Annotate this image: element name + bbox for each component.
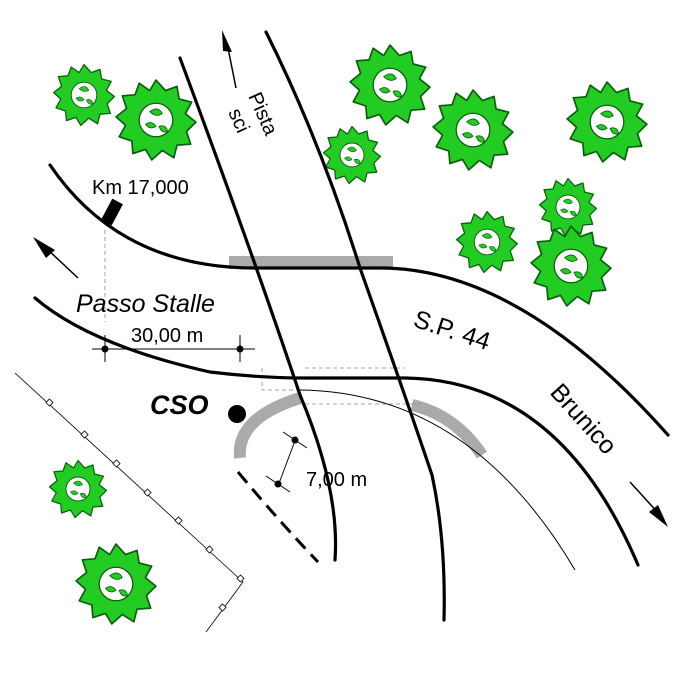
tree-icon	[538, 177, 598, 237]
bridge-deck	[229, 256, 487, 459]
tree-icon	[432, 89, 514, 171]
pista-label-line1: Pista	[243, 89, 282, 139]
tree-icon	[115, 79, 197, 161]
arrow-icon	[33, 237, 79, 279]
arrow-icon	[222, 30, 237, 89]
km-marker-icon	[101, 198, 123, 226]
passo-stalle-label: Passo Stalle	[76, 290, 215, 318]
dimension-line-7m	[265, 431, 308, 493]
brunico-label: Brunico	[545, 378, 623, 460]
sp44-label: S.P. 44	[410, 305, 494, 356]
distance-30m-label: 30,00 m	[131, 325, 203, 347]
tree-icon	[566, 81, 648, 163]
ski-piste-edge-left	[178, 56, 338, 562]
road-edge-lower	[33, 296, 640, 567]
dimension-line-30m	[92, 335, 255, 362]
km-marker-label: Km 17,000	[92, 177, 189, 199]
distance-7m-label: 7,00 m	[306, 469, 367, 491]
cso-point-icon	[228, 405, 246, 423]
tree-icon	[530, 225, 612, 307]
ski-piste-edge-right	[264, 30, 446, 622]
tree-icon	[52, 63, 116, 127]
fence-icon	[14, 372, 245, 633]
tree-icon	[322, 125, 382, 185]
road-edge-line	[299, 389, 576, 571]
tree-icon	[48, 459, 108, 519]
arrow-icon	[629, 481, 668, 527]
piste-dashed-extension	[236, 471, 320, 564]
tree-icon	[349, 44, 431, 126]
cso-label: CSO	[150, 390, 209, 420]
tree-icon	[75, 543, 157, 625]
road-edge-upper	[48, 163, 670, 437]
tree-icon	[455, 210, 519, 274]
